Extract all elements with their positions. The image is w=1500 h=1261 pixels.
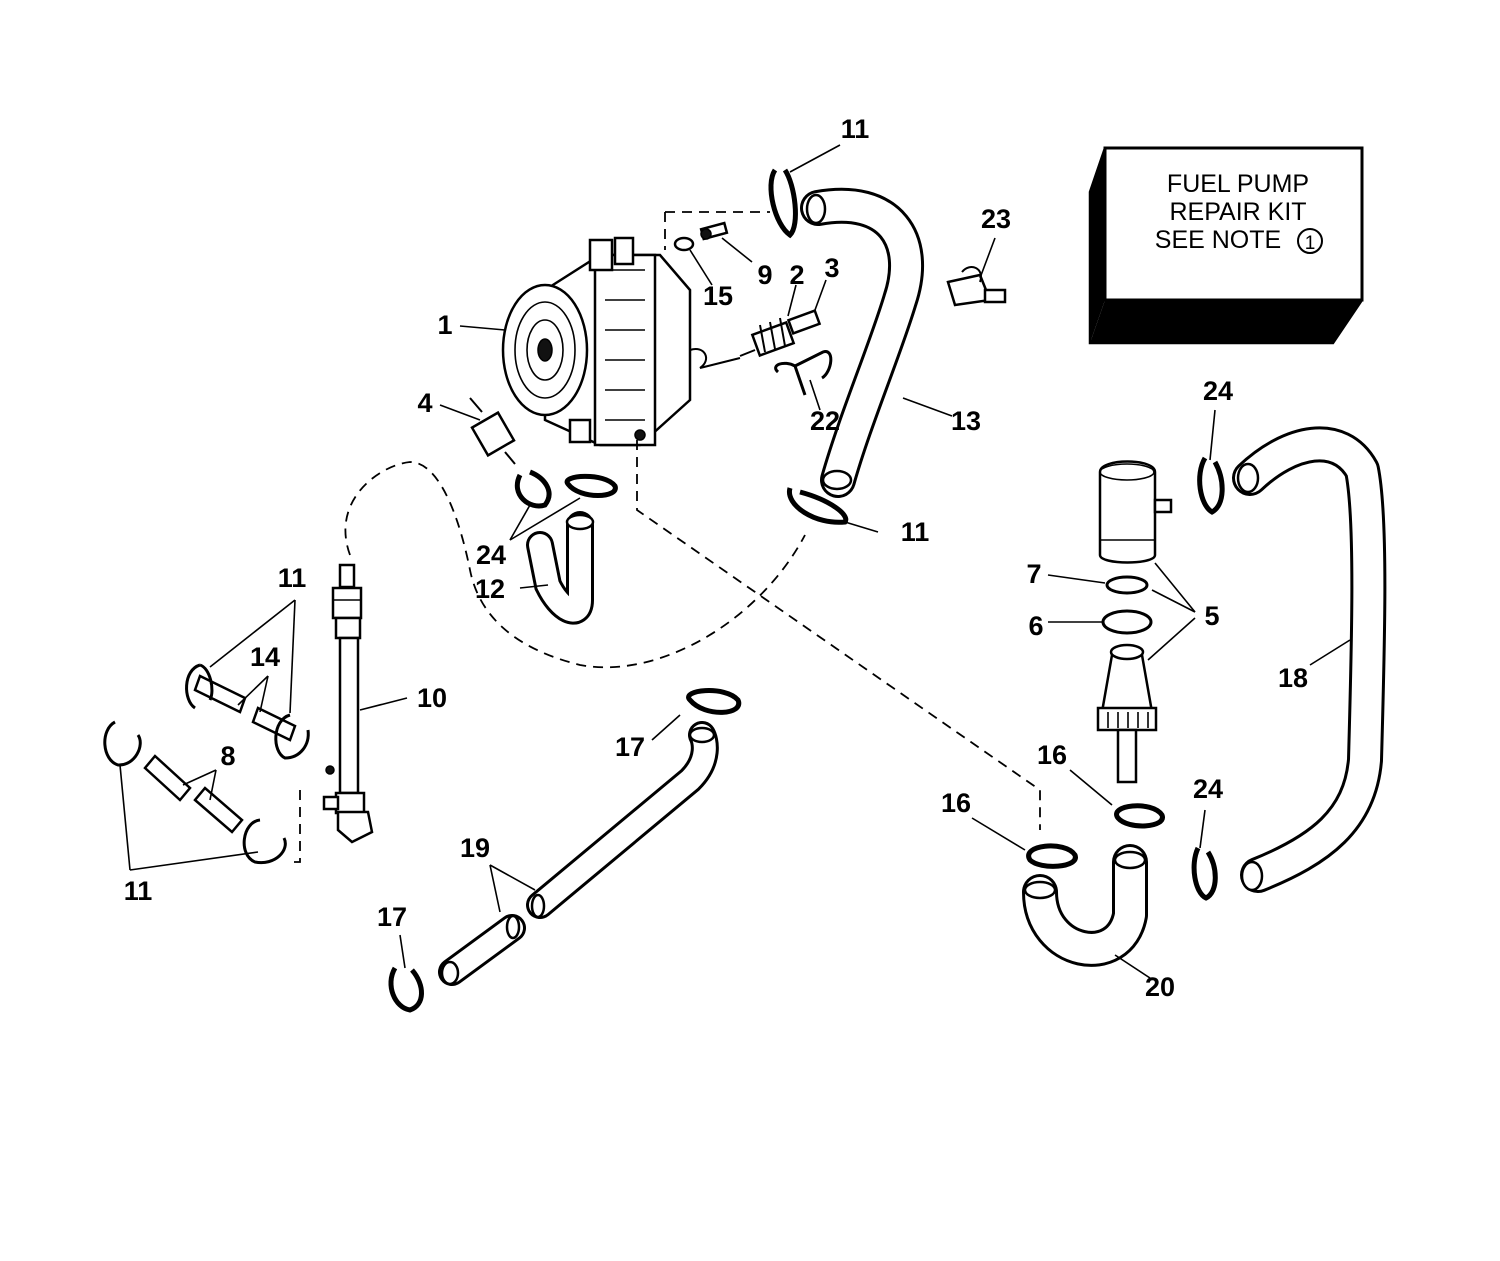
fuel-line-assembly bbox=[322, 563, 374, 844]
callout-2: 2 bbox=[789, 260, 804, 290]
hose-clamp-16-right bbox=[1114, 803, 1165, 829]
callout-13: 13 bbox=[951, 406, 981, 436]
assembly-line-pump-hose bbox=[664, 211, 770, 250]
callout-16-right: 16 bbox=[1037, 740, 1067, 770]
o-ring-7 bbox=[1105, 575, 1149, 595]
fuel-filter-assembly bbox=[1098, 460, 1173, 564]
fuel-pump-repair-kit-box: FUEL PUMP REPAIR KIT SEE NOTE 1 bbox=[1088, 146, 1364, 345]
callout-3: 3 bbox=[824, 253, 839, 283]
callout-23: 23 bbox=[981, 204, 1011, 234]
callout-10: 10 bbox=[417, 683, 447, 713]
hose-clamp-11-left-a bbox=[185, 663, 214, 710]
washer bbox=[673, 236, 695, 252]
callout-16-left: 16 bbox=[941, 788, 971, 818]
connector-tube-8 bbox=[143, 754, 244, 834]
o-ring-6 bbox=[1101, 609, 1153, 635]
wire-clip bbox=[774, 350, 833, 396]
hose-clamp-24-left-a bbox=[515, 469, 552, 509]
callout-14: 14 bbox=[250, 642, 280, 672]
assembly-line-hose-loop bbox=[344, 461, 806, 669]
callout-1: 1 bbox=[437, 310, 452, 340]
callout-7: 7 bbox=[1026, 559, 1041, 589]
filter-element bbox=[1096, 643, 1158, 784]
hose-clamp-11-left-b bbox=[274, 713, 310, 760]
elbow-fitting bbox=[946, 266, 1007, 307]
callout-15: 15 bbox=[703, 281, 733, 311]
hose-clamp-16-left bbox=[1026, 843, 1078, 869]
hose-clamp-17-top bbox=[686, 688, 742, 715]
callout-22: 22 bbox=[810, 406, 840, 436]
callout-24-left: 24 bbox=[476, 540, 506, 570]
hose-clamp-17-bottom bbox=[388, 966, 424, 1013]
assembly-line-pump-filter bbox=[636, 440, 1041, 830]
fuel-pump bbox=[501, 236, 741, 447]
callout-20: 20 bbox=[1145, 972, 1175, 1002]
fuel-fitting bbox=[739, 309, 822, 358]
callout-11-mid: 11 bbox=[901, 517, 930, 547]
hose-clamp-11-top bbox=[768, 168, 798, 239]
callout-11-bottom: 11 bbox=[124, 876, 153, 906]
callout-17-top: 17 bbox=[615, 732, 645, 762]
kit-box-line-1: FUEL PUMP bbox=[1167, 170, 1309, 198]
callout-11-top: 11 bbox=[841, 114, 870, 144]
callout-9: 9 bbox=[757, 260, 772, 290]
callout-17-bottom: 17 bbox=[377, 902, 407, 932]
assembly-line-tube bbox=[288, 790, 301, 863]
hose-clamp-11-left-d bbox=[242, 818, 287, 865]
kit-box-line-2: REPAIR KIT bbox=[1169, 198, 1306, 226]
leader-lines bbox=[119, 144, 1351, 979]
callout-24-right: 24 bbox=[1193, 774, 1223, 804]
callout-11-left: 11 bbox=[278, 563, 307, 593]
callout-4: 4 bbox=[417, 388, 432, 418]
connector-tube-14 bbox=[193, 674, 297, 742]
callout-5: 5 bbox=[1204, 601, 1219, 631]
kit-box-note-number: 1 bbox=[1305, 233, 1316, 254]
screw bbox=[699, 221, 729, 241]
callout-8: 8 bbox=[220, 741, 235, 771]
hose-clamp-11-left-c bbox=[103, 720, 142, 767]
hose-clamp-11-mid bbox=[787, 487, 849, 525]
callout-labels: 1 2 3 4 5 6 7 8 9 10 11 11 11 11 12 13 1… bbox=[124, 114, 1308, 1002]
callout-19: 19 bbox=[460, 833, 490, 863]
callout-24-top: 24 bbox=[1203, 376, 1233, 406]
hose-clamp-24-top-right bbox=[1197, 456, 1225, 515]
check-valve bbox=[469, 397, 516, 465]
hose-clamp-24-left-b bbox=[564, 473, 618, 498]
kit-box-line-3: SEE NOTE bbox=[1155, 226, 1281, 254]
callout-6: 6 bbox=[1028, 611, 1043, 641]
callout-18: 18 bbox=[1278, 663, 1308, 693]
hose-clamp-24-bottom-right bbox=[1191, 846, 1218, 901]
callout-12: 12 bbox=[475, 574, 505, 604]
